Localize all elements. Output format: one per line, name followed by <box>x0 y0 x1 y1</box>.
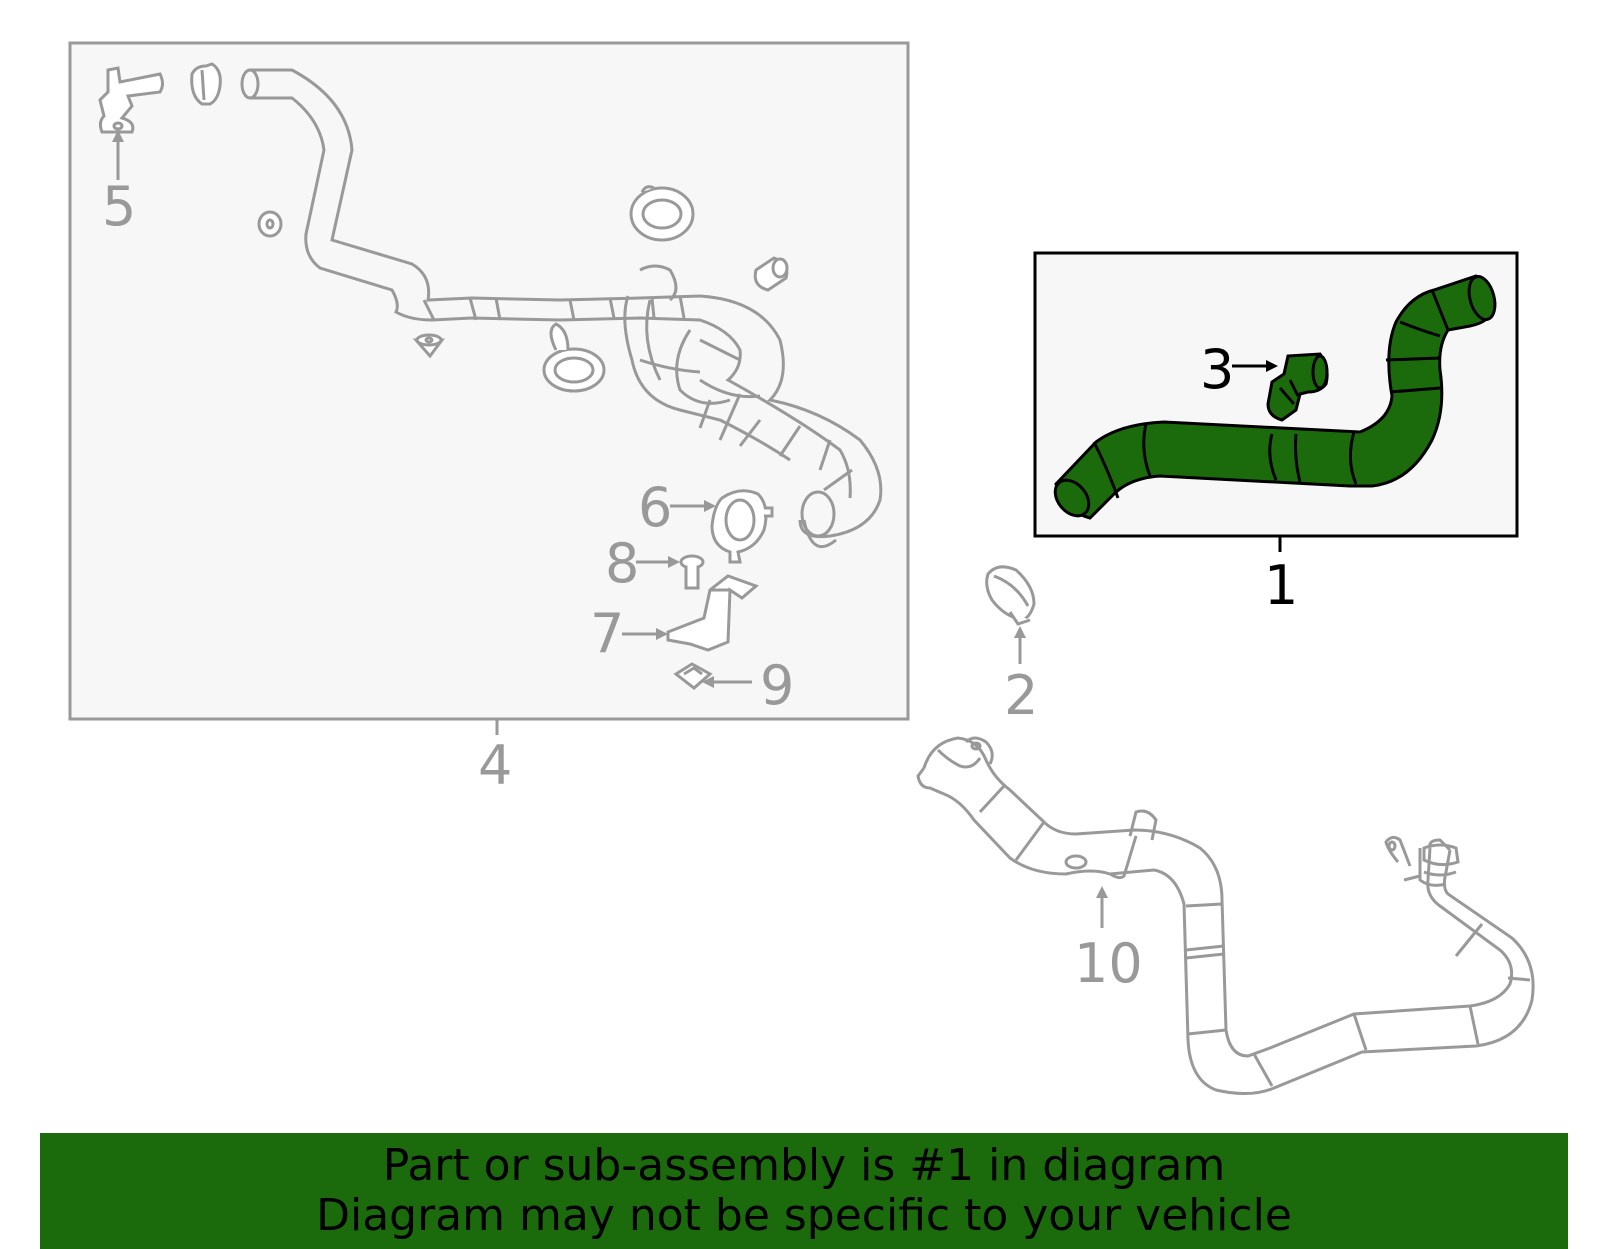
part-8-bolt <box>679 554 705 590</box>
callout-7: 7 <box>590 602 624 665</box>
part-clip-small <box>190 62 222 106</box>
info-banner: Part or sub-assembly is #1 in diagram Di… <box>40 1133 1568 1249</box>
callout-3: 3 <box>1200 338 1234 401</box>
callout-10: 10 <box>1074 932 1143 995</box>
part-1-radiator-hose <box>1053 274 1497 520</box>
part-flange-seal <box>542 322 606 393</box>
banner-line-1: Part or sub-assembly is #1 in diagram <box>382 1140 1226 1191</box>
banner-line-2: Diagram may not be specific to your vehi… <box>316 1190 1292 1241</box>
callout-9: 9 <box>760 654 794 717</box>
part-grommet-small <box>257 210 283 238</box>
part-9-nut-clip <box>673 662 713 690</box>
part-6-clamp-flange <box>710 489 774 564</box>
callout-1: 1 <box>1264 554 1298 617</box>
part-10-heater-hose <box>916 736 1535 1095</box>
callout-2: 2 <box>1004 664 1038 727</box>
callout-5: 5 <box>102 175 136 238</box>
part-2-clamp <box>985 565 1036 626</box>
assembly-box-1 <box>1033 251 1519 552</box>
part-7-bracket <box>666 574 759 652</box>
part-seal-ring <box>629 185 695 242</box>
part-pushpin <box>412 333 445 359</box>
part-3-hose-fitting <box>1266 352 1329 422</box>
part-sleeve <box>753 256 789 292</box>
callout-4: 4 <box>478 734 512 797</box>
callout-8: 8 <box>605 532 639 595</box>
part-5-connector <box>98 66 164 134</box>
callout-6: 6 <box>638 476 672 539</box>
assembly-box-4 <box>68 41 910 735</box>
part-hose-assembly-4 <box>240 68 883 549</box>
